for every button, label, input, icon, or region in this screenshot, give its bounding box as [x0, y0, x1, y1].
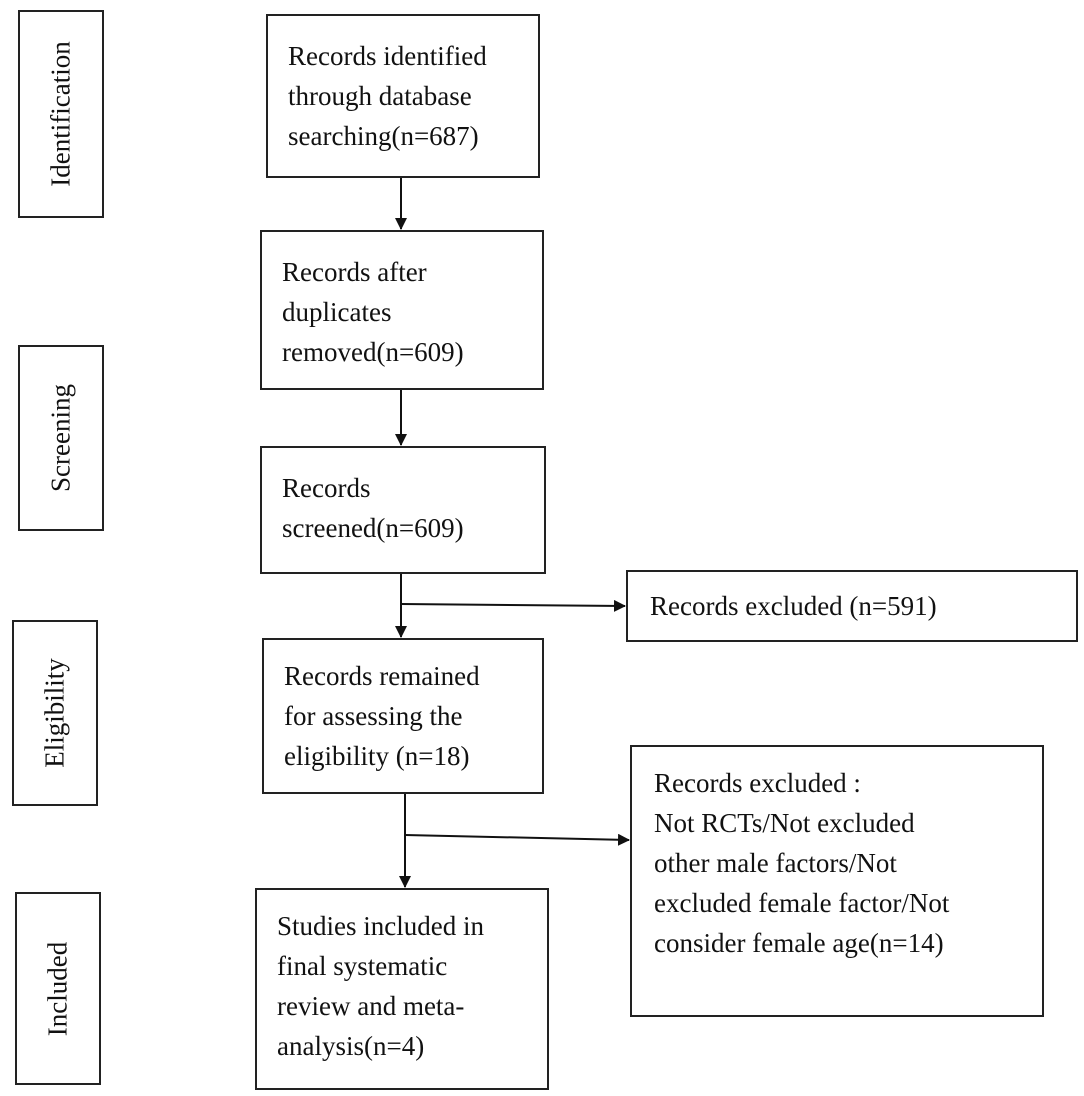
box-records-excluded-eligibility: Records excluded : Not RCTs/Not excluded…	[630, 745, 1044, 1017]
stage-included: Included	[15, 892, 101, 1085]
box-records-eligibility: Records remained for assessing the eligi…	[262, 638, 544, 794]
arrow-to-excluded-eligibility	[404, 833, 630, 846]
box-records-excluded-screening: Records excluded (n=591)	[626, 570, 1078, 642]
box-records-screened: Records screened(n=609)	[260, 446, 546, 574]
box-studies-included: Studies included in final systematic rev…	[255, 888, 549, 1090]
box-records-after-duplicates: Records after duplicates removed(n=609)	[260, 230, 544, 390]
stage-screening: Screening	[18, 345, 104, 531]
arrow-to-excluded-screening	[400, 599, 626, 612]
stage-identification: Identification	[18, 10, 104, 218]
stage-eligibility: Eligibility	[12, 620, 98, 806]
box-records-identified: Records identified through database sear…	[266, 14, 540, 178]
